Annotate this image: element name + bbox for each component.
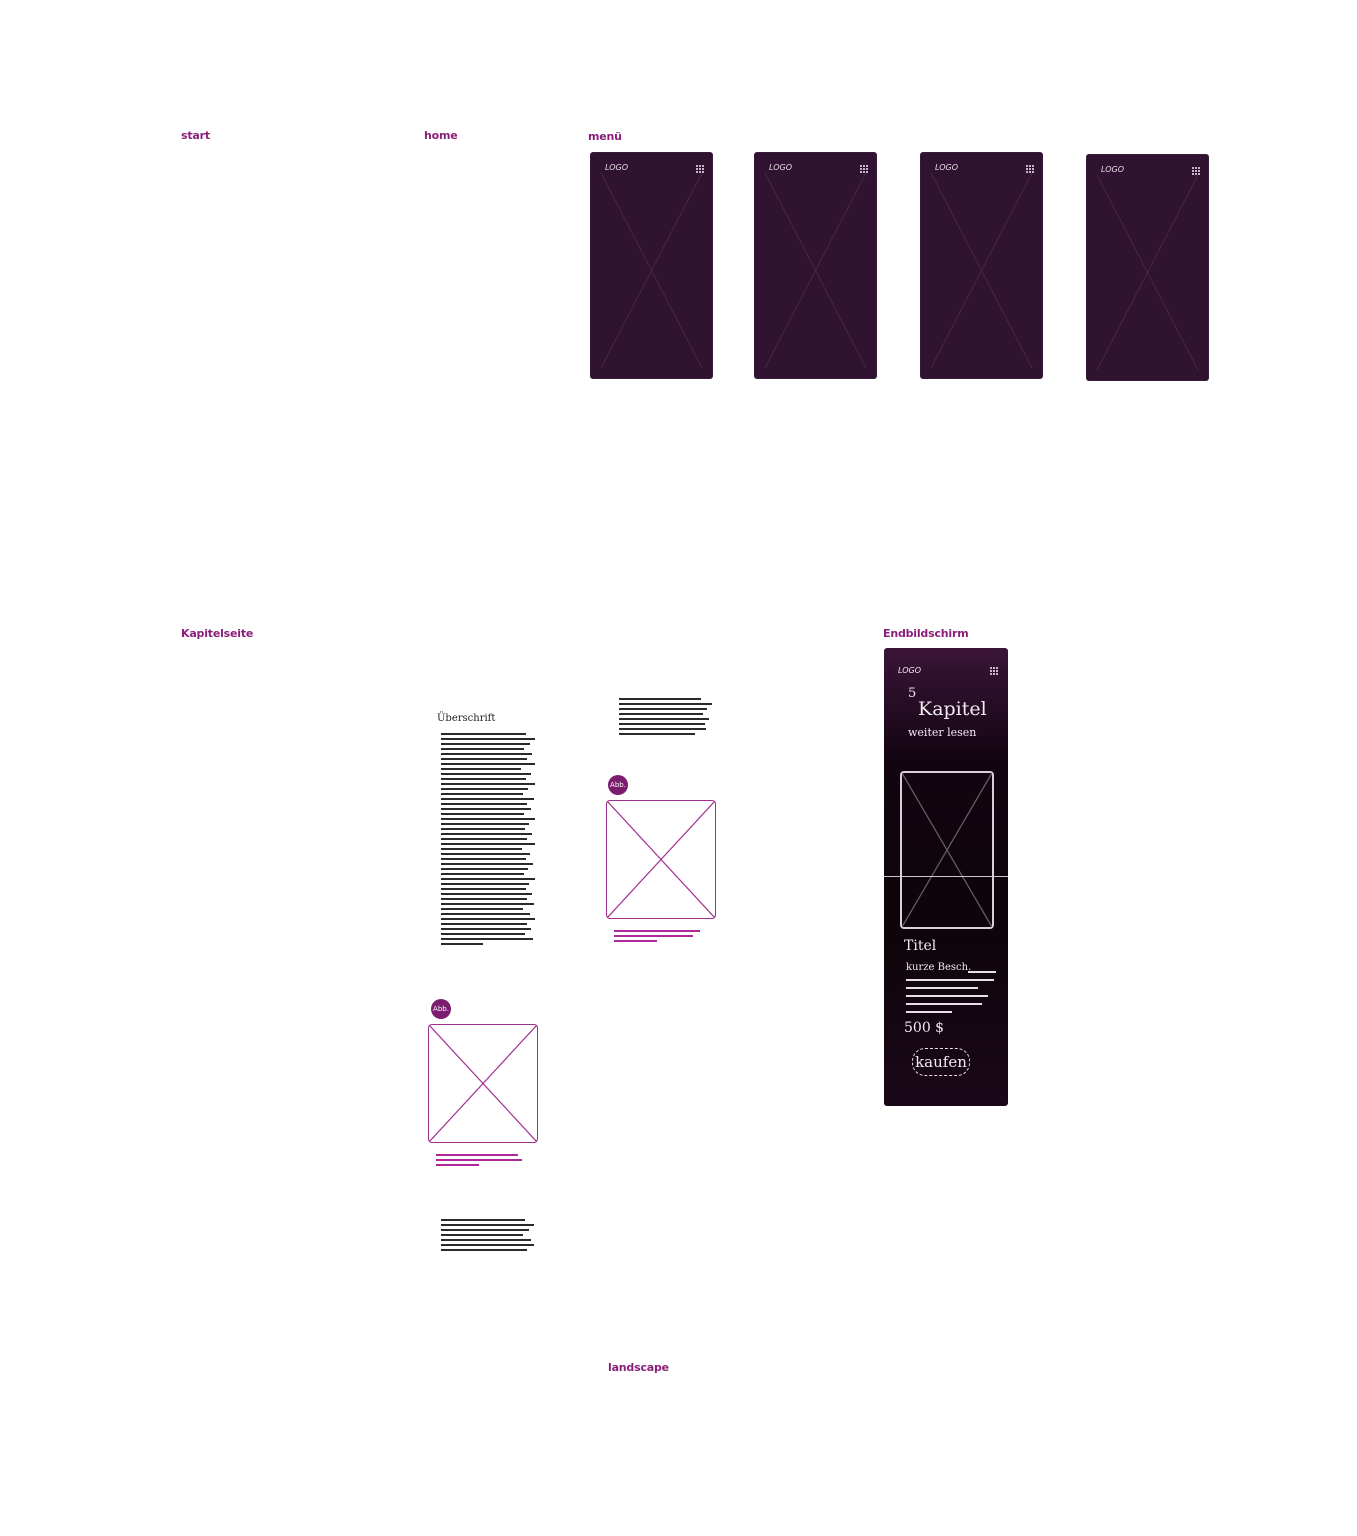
desc-line [906,995,988,997]
figure-caption [614,930,700,945]
grid-menu-icon[interactable] [860,165,868,173]
placeholder-cross-icon [600,172,703,369]
grid-menu-icon[interactable] [696,165,704,173]
grid-menu-icon[interactable] [990,667,998,675]
logo: LOGO [935,163,959,172]
desc-line [906,1003,982,1005]
placeholder-cross-icon [901,772,993,928]
menu-phone-2: LOGO [755,153,876,378]
placeholder-cross-icon [764,172,867,369]
menu-phone-1: LOGO [591,153,712,378]
desc-line [906,979,994,981]
cover-placeholder [900,771,994,929]
price: 500 $ [904,1020,945,1036]
divider [884,876,1008,877]
figure-badge: Abb. [431,999,451,1019]
item-title: Titel [904,938,937,954]
end-screen-phone: LOGO 5 Kapitel weiter lesen Titel kurze … [884,648,1008,1106]
placeholder-cross-icon [607,801,715,918]
label-menu: menü [588,130,622,143]
continue-reading-link[interactable]: weiter lesen [908,726,977,739]
figure-badge: Abb. [608,775,628,795]
desc-line [968,971,996,973]
chapter-title: Kapitel [918,698,987,720]
grid-menu-icon[interactable] [1026,165,1034,173]
label-end-screen: Endbildschirm [883,627,969,640]
menu-phone-3: LOGO [921,153,1042,378]
label-chapter-page: Kapitelseite [181,627,254,640]
logo: LOGO [898,666,922,675]
desc-line [906,1011,952,1013]
chapter-text-block-2 [441,1219,534,1254]
chapter-text-block-1 [441,733,535,948]
logo: LOGO [1101,165,1125,174]
menu-phone-4: LOGO [1087,155,1208,380]
placeholder-cross-icon [930,172,1033,369]
chapter-text-block-3 [619,698,712,738]
logo: LOGO [769,163,793,172]
desc-line [906,987,978,989]
grid-menu-icon[interactable] [1192,167,1200,175]
figure-placeholder [606,800,716,919]
logo: LOGO [605,163,629,172]
label-home: home [424,129,458,142]
chapter-heading: Überschrift [437,713,496,724]
label-landscape: landscape [608,1361,669,1374]
short-description: kurze Besch. [906,962,972,973]
chapter-number: 5 [908,686,917,701]
placeholder-cross-icon [429,1025,537,1142]
label-start: start [181,129,210,142]
buy-button[interactable]: kaufen [912,1048,970,1076]
figure-caption [436,1154,522,1169]
figure-placeholder [428,1024,538,1143]
placeholder-cross-icon [1096,174,1199,371]
